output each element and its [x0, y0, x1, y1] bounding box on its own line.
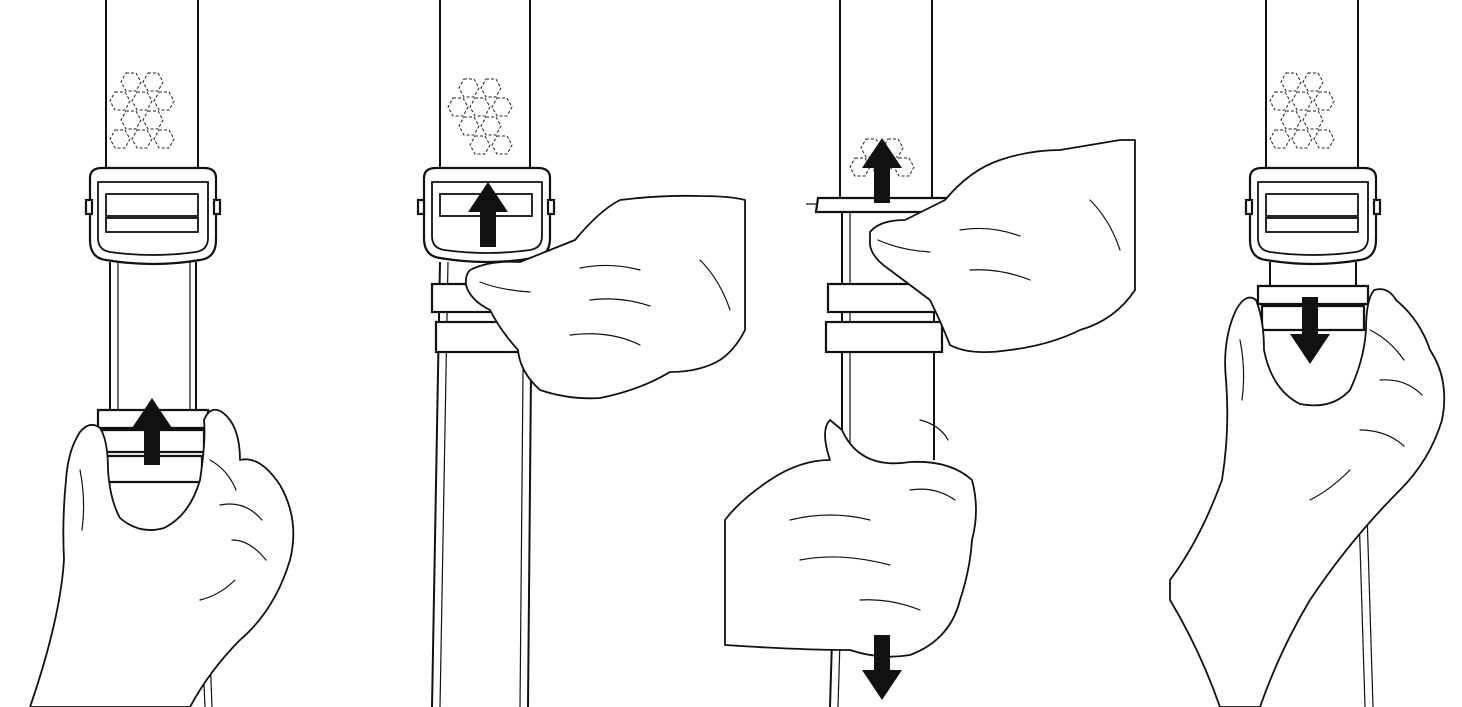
panel-step-3	[710, 0, 1150, 707]
hex-pattern	[1270, 73, 1334, 148]
hand-bottom	[725, 420, 976, 657]
hand	[30, 410, 293, 707]
panel-step-2	[400, 0, 760, 707]
panel-2-illustration	[400, 0, 760, 707]
hex-pattern	[448, 79, 512, 154]
buckle	[1246, 168, 1380, 264]
hex-pattern	[110, 73, 174, 148]
panel-1-illustration	[0, 0, 330, 707]
panel-step-4	[1160, 0, 1462, 707]
strap	[432, 0, 532, 707]
buckle	[86, 168, 220, 264]
panel-step-1	[0, 0, 330, 707]
hand-top	[870, 140, 1135, 352]
panel-4-illustration	[1160, 0, 1462, 707]
panel-3-illustration	[710, 0, 1150, 707]
